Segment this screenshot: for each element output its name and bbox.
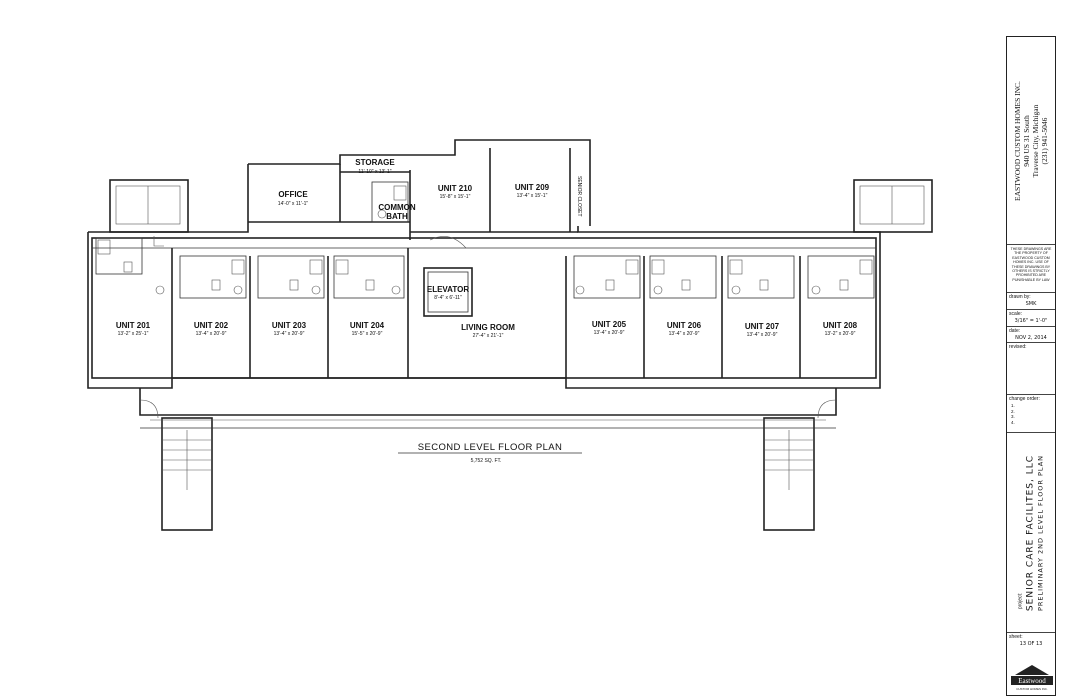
room-label-unit204: UNIT 204: [350, 321, 385, 330]
building-walls: [87, 139, 933, 389]
logo-house-icon: Eastwood CUSTOM HOMES INC.: [1011, 665, 1053, 691]
firm-info: EASTWOOD CUSTOM HOMES INC. 940 US 31 Sou…: [1007, 37, 1055, 245]
room-label-unit208: UNIT 208: [823, 321, 858, 330]
floor-plan-drawing: STORAGE 11'-10" x 13'-1" OFFICE 14'-0" x…: [87, 139, 933, 531]
scale-cell: scale: 3/16" = 1'-0": [1007, 310, 1055, 327]
project-cell: project: SENIOR CARE FACILITES, LLC PREL…: [1007, 433, 1055, 633]
closet-label: SENIOR CLOSET: [576, 176, 582, 217]
plan-title: SECOND LEVEL FLOOR PLAN: [418, 442, 563, 453]
room-dim-living-room: 27'-4" x 21'-1": [473, 333, 504, 339]
change-order-item: 2.: [1011, 408, 1015, 414]
room-label-unit205: UNIT 205: [592, 320, 627, 329]
scale-value: 3/16" = 1'-0": [1014, 318, 1048, 324]
project-label: project:: [1017, 592, 1024, 609]
room-label-common-bath-2: BATH: [386, 212, 408, 221]
plan-title-group: SECOND LEVEL FLOOR PLAN 5,752 SQ. FT.: [398, 442, 582, 464]
project-name: SENIOR CARE FACILITES, LLC: [1025, 454, 1036, 611]
change-order-label: change order:: [1009, 396, 1040, 402]
sheet-cell: sheet: 13 OF 13 Eastwood CUSTOM HOMES IN…: [1007, 633, 1055, 695]
change-order-cell: change order: 1. 2. 3. 4.: [1007, 395, 1055, 433]
change-order-item: 3.: [1011, 414, 1015, 420]
room-label-living-room: LIVING ROOM: [461, 323, 515, 332]
room-dim-unit204: 15'-5" x 20'-9": [352, 331, 383, 337]
change-order-list: 1. 2. 3. 4.: [1007, 403, 1055, 425]
fixtures: [97, 185, 873, 295]
change-order-item: 4.: [1011, 419, 1015, 425]
drawn-by-label: drawn by:: [1009, 294, 1031, 300]
room-dim-unit201: 13'-2" x 25'-1": [118, 331, 149, 337]
room-label-storage: STORAGE: [355, 158, 395, 167]
firm-phone: (231) 941-5046: [1040, 117, 1049, 164]
room-dim-unit203: 13'-4" x 20'-9": [274, 331, 305, 337]
room-labels: STORAGE 11'-10" x 13'-1" OFFICE 14'-0" x…: [116, 158, 858, 339]
sheet-label: sheet:: [1009, 634, 1023, 640]
plan-area: 5,752 SQ. FT.: [471, 458, 502, 464]
firm-address: 940 US 31 South: [1022, 114, 1031, 167]
room-label-unit206: UNIT 206: [667, 321, 702, 330]
title-block: EASTWOOD CUSTOM HOMES INC. 940 US 31 Sou…: [1006, 36, 1056, 696]
eastwood-logo: Eastwood CUSTOM HOMES INC.: [1009, 663, 1053, 693]
room-dim-unit205: 13'-4" x 20'-9": [594, 330, 625, 336]
date-label: date:: [1009, 328, 1021, 334]
room-dim-unit202: 13'-4" x 20'-9": [196, 331, 227, 337]
room-dim-office: 14'-0" x 11'-1": [278, 201, 309, 207]
room-label-unit210: UNIT 210: [438, 184, 473, 193]
room-dim-unit208: 13'-2" x 20'-9": [825, 331, 856, 337]
logo-text: Eastwood: [1018, 677, 1046, 685]
stairs: [115, 185, 925, 531]
room-dim-elevator: 8'-4" x 6'-11": [434, 295, 462, 301]
logo-subtext: CUSTOM HOMES INC.: [1016, 687, 1048, 691]
room-label-elevator: ELEVATOR: [427, 285, 469, 294]
property-notice: THESE DRAWINGS ARE THE PROPERTY OF EASTW…: [1007, 245, 1055, 293]
room-label-unit202: UNIT 202: [194, 321, 229, 330]
room-dim-unit210: 15'-8" x 15'-1": [440, 194, 471, 200]
firm-city: Traverse City, Michigan: [1031, 104, 1040, 177]
firm-name: EASTWOOD CUSTOM HOMES INC.: [1013, 80, 1022, 201]
project-sheet-title: PRELIMINARY 2ND LEVEL FLOOR PLAN: [1036, 454, 1045, 611]
revised-label: revised:: [1009, 344, 1027, 350]
room-label-unit209: UNIT 209: [515, 183, 550, 192]
change-order-item: 1.: [1011, 403, 1015, 408]
sheet-number: 13 OF 13: [1019, 641, 1043, 647]
revised-cell: revised:: [1007, 343, 1055, 395]
room-label-unit201: UNIT 201: [116, 321, 151, 330]
scale-label: scale:: [1009, 311, 1023, 317]
date-value: NOV 2, 2014: [1015, 335, 1047, 341]
drawn-by-cell: drawn by: SMK: [1007, 293, 1055, 310]
room-label-unit207: UNIT 207: [745, 322, 780, 331]
room-dim-storage: 11'-10" x 13'-1": [358, 169, 391, 175]
room-label-unit203: UNIT 203: [272, 321, 307, 330]
room-dim-unit209: 13'-4" x 15'-1": [517, 193, 548, 199]
room-dim-unit207: 13'-4" x 20'-9": [747, 332, 778, 338]
balcony: [139, 388, 837, 429]
date-cell: date: NOV 2, 2014: [1007, 327, 1055, 343]
room-label-common-bath-1: COMMON: [378, 203, 416, 212]
drawn-by-value: SMK: [1025, 301, 1037, 307]
room-dim-unit206: 13'-4" x 20'-9": [669, 331, 700, 337]
room-label-office: OFFICE: [278, 190, 308, 199]
